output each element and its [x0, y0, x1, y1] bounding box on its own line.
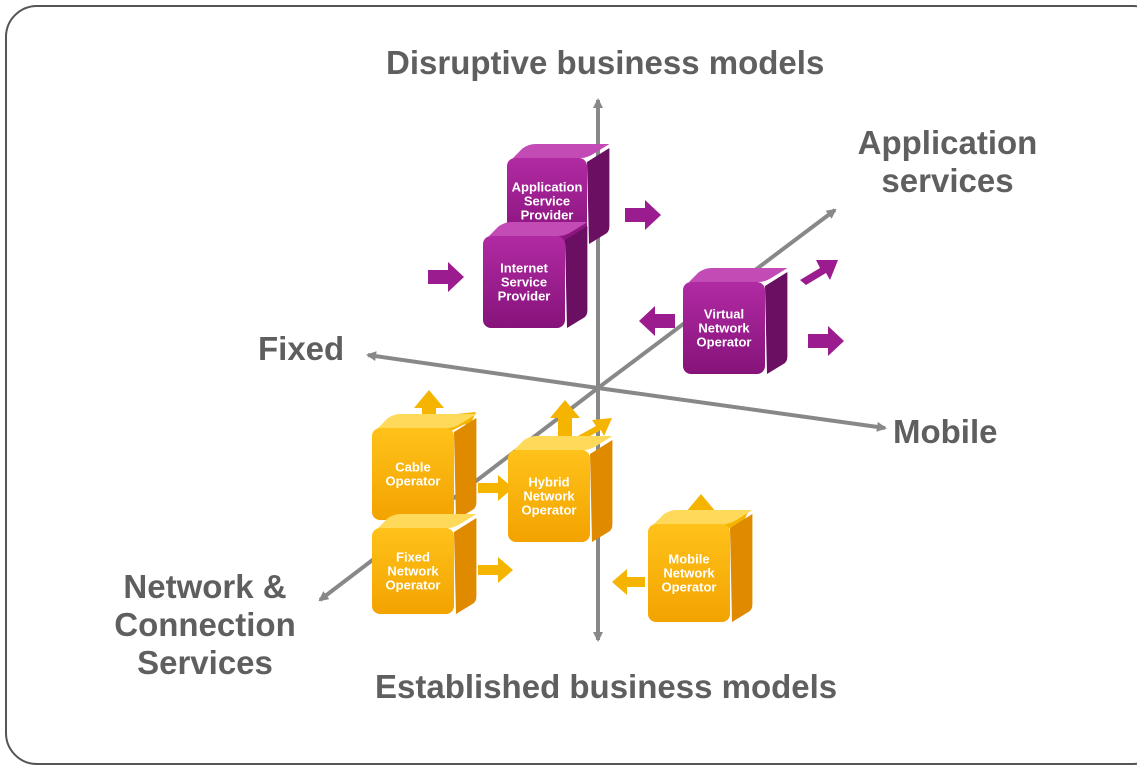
arrow-isp-in	[428, 262, 464, 292]
cube-label-line: Operator	[386, 474, 441, 489]
arrow-hybrid-up	[550, 400, 580, 436]
cube-side-face	[590, 440, 613, 542]
cube-label-line: Provider	[521, 208, 574, 223]
cube-label-line: Service	[524, 194, 570, 209]
flow-arrows	[414, 200, 844, 595]
horizontal-axis-right	[597, 386, 887, 432]
cube-label-line: Network	[523, 489, 575, 504]
cube-label-line: Provider	[498, 289, 551, 304]
cube-label-line: Operator	[662, 580, 717, 595]
cube-side-face	[454, 518, 477, 614]
cube-label-line: Operator	[522, 503, 577, 518]
axis-label-left: Fixed	[258, 330, 345, 367]
cube-label-line: Service	[501, 275, 547, 290]
cube-front-face	[372, 428, 454, 520]
axis-label-bottom: Established business models	[375, 668, 838, 705]
cube-top-face	[489, 222, 588, 236]
cube-label-line: Internet	[500, 261, 548, 276]
cube-label-line: Hybrid	[528, 475, 569, 490]
cubes: ApplicationServiceProviderInternetServic…	[372, 144, 788, 622]
cube-label-line: Mobile	[668, 552, 709, 567]
cube-label-line: Network	[387, 564, 439, 579]
cube-label-line: Network	[663, 566, 715, 581]
cube-front-face	[372, 528, 454, 614]
arrow-vno-left	[639, 306, 675, 336]
cube-label-line: Operator	[697, 335, 752, 350]
cube-top-face	[654, 510, 753, 524]
arrow-vno-right	[808, 326, 844, 356]
cube-side-face	[565, 226, 588, 328]
cube-front-face	[648, 524, 730, 622]
cube-label-line: Network	[698, 321, 750, 336]
cube-side-face	[765, 272, 788, 374]
arrow-cable-hybrid	[478, 475, 513, 501]
cube-label-line: Fixed	[396, 550, 430, 565]
arrow-cable-up	[414, 390, 444, 430]
axis-label-top: Disruptive business models	[386, 44, 825, 81]
cube-top-face	[378, 514, 477, 528]
cube-label-line: Application	[512, 180, 583, 195]
axis-label-depth-front: Network & Connection Services	[114, 568, 296, 681]
cube-front-face	[683, 282, 765, 374]
cube-label-line: Operator	[386, 578, 441, 593]
cube-front-face	[483, 236, 565, 328]
arrow-fixed-right	[478, 557, 513, 583]
cube-label-line: Cable	[395, 460, 430, 475]
cube-front-face	[508, 450, 590, 542]
cube-top-face	[514, 436, 613, 450]
arrow-hybrid-up2	[578, 418, 612, 440]
cube-label-line: Virtual	[704, 307, 744, 322]
axis-label-depth-back: Application services	[857, 124, 1038, 199]
diagram-canvas: ApplicationServiceProviderInternetServic…	[318, 98, 887, 642]
arrow-asp-right	[625, 200, 661, 230]
arrow-mobile-left	[612, 569, 645, 595]
horizontal-axis-left	[366, 351, 599, 390]
cube-top-face	[689, 268, 788, 282]
axis-label-right: Mobile	[893, 413, 998, 450]
cube-side-face	[454, 418, 477, 520]
cube-top-face	[513, 144, 610, 158]
arrow-vno-up	[800, 260, 838, 285]
cube-side-face	[587, 148, 610, 244]
cube-top-face	[378, 414, 477, 428]
cube-side-face	[730, 514, 753, 622]
